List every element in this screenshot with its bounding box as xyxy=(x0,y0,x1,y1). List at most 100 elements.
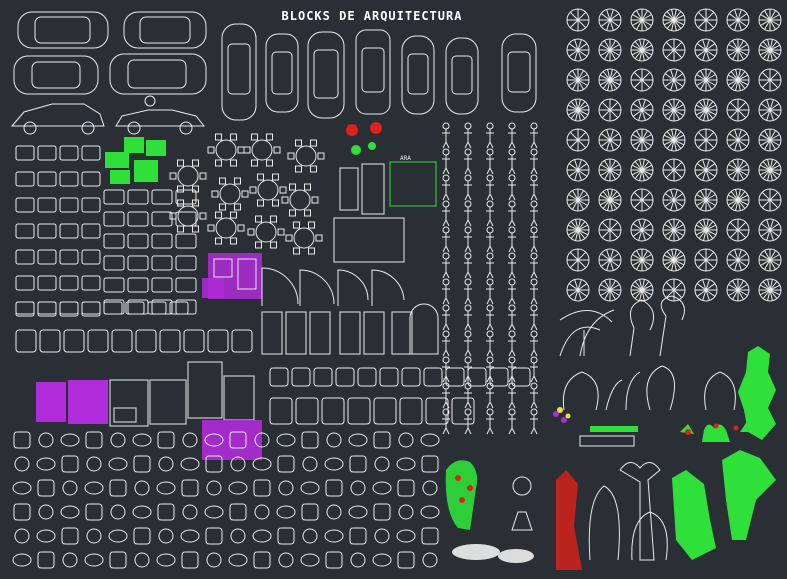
fixture-block xyxy=(36,529,56,543)
sofa-block xyxy=(151,277,173,293)
person-figure xyxy=(530,226,538,253)
chair xyxy=(266,133,273,141)
dining-table xyxy=(255,221,277,243)
chair xyxy=(215,159,222,167)
fixture-block xyxy=(110,432,126,448)
plan-tree xyxy=(694,188,718,212)
fixture-block xyxy=(133,527,151,545)
person-figure xyxy=(508,408,516,435)
fixture-block xyxy=(397,551,415,569)
chair xyxy=(304,209,311,217)
plan-tree xyxy=(726,188,750,212)
person-figure xyxy=(464,408,472,435)
plan-tree xyxy=(694,38,718,62)
sofa-block xyxy=(175,255,197,271)
person-figure xyxy=(486,330,494,357)
fixture-block xyxy=(277,527,295,545)
chair xyxy=(295,165,302,173)
fixture-block xyxy=(276,505,296,519)
sofa-block xyxy=(175,233,197,249)
fixture-block xyxy=(350,552,366,568)
sofa-block xyxy=(59,197,79,213)
person-figure xyxy=(464,252,472,279)
fixture-block xyxy=(37,551,55,569)
sofa-block xyxy=(81,171,101,187)
chair xyxy=(219,177,226,185)
furniture-piece xyxy=(357,367,377,387)
fixture-block xyxy=(85,503,103,521)
chair xyxy=(249,186,257,194)
elevation-tree-blocks xyxy=(445,295,776,570)
person-figure xyxy=(486,226,494,253)
fixture-block xyxy=(372,553,392,567)
fixture-block xyxy=(229,431,247,449)
furniture-piece xyxy=(183,329,205,353)
person-figure xyxy=(442,278,450,305)
plan-tree xyxy=(758,68,782,92)
plan-tree xyxy=(630,68,654,92)
chair xyxy=(257,173,264,181)
plan-tree xyxy=(566,188,590,212)
person-figure xyxy=(442,356,450,383)
chair xyxy=(219,203,226,211)
chair xyxy=(192,185,199,193)
fixture-block xyxy=(108,457,128,471)
plan-tree xyxy=(662,128,686,152)
sofa-block xyxy=(169,301,189,315)
fixture-block xyxy=(84,553,104,567)
chair xyxy=(255,241,262,249)
plan-tree xyxy=(630,218,654,242)
person-figure xyxy=(530,278,538,305)
chair xyxy=(230,211,237,219)
chair xyxy=(192,159,199,167)
person-figure xyxy=(464,278,472,305)
plan-tree xyxy=(566,8,590,32)
furniture-piece xyxy=(269,367,289,387)
sofa-block xyxy=(59,301,79,315)
fixture-block xyxy=(373,431,391,449)
person-figure xyxy=(508,304,516,331)
furniture-piece xyxy=(347,397,371,425)
fixture-block xyxy=(252,529,272,543)
sofa-block xyxy=(37,171,57,187)
person-figure xyxy=(508,122,516,149)
fixture-block xyxy=(230,528,246,544)
furniture-piece xyxy=(321,397,345,425)
sofa-block xyxy=(37,223,57,239)
fixture-block xyxy=(14,456,30,472)
plan-tree xyxy=(662,68,686,92)
fixture-block xyxy=(182,432,198,448)
person-figure xyxy=(442,304,450,331)
chair xyxy=(285,234,293,242)
green-furniture xyxy=(105,137,166,184)
dining-table xyxy=(293,227,315,249)
furniture-blocks xyxy=(15,122,531,425)
chair xyxy=(293,247,300,255)
furniture-piece xyxy=(425,397,449,425)
sofa-block xyxy=(103,233,125,249)
person-figure xyxy=(486,122,494,149)
bathroom-fixture-blocks xyxy=(12,431,440,569)
furniture-piece xyxy=(291,367,311,387)
plan-tree xyxy=(598,98,622,122)
fixture-block xyxy=(228,481,248,495)
fixture-block xyxy=(325,551,343,569)
sofa-block xyxy=(37,275,57,291)
chair xyxy=(251,159,258,167)
furniture-piece xyxy=(63,329,85,353)
furniture-piece xyxy=(87,329,109,353)
person-figure xyxy=(486,200,494,227)
chair xyxy=(211,190,219,198)
sofa-block xyxy=(103,211,125,227)
sofa-block xyxy=(147,301,167,315)
person-figure xyxy=(486,382,494,409)
sofa-block xyxy=(37,145,57,161)
fixture-block xyxy=(86,456,102,472)
plan-tree xyxy=(566,38,590,62)
fixture-block xyxy=(302,528,318,544)
chair xyxy=(279,186,287,194)
potted-plants-red xyxy=(346,122,382,155)
plan-tree xyxy=(758,278,782,302)
window-dimension-label: ARA xyxy=(400,155,411,162)
